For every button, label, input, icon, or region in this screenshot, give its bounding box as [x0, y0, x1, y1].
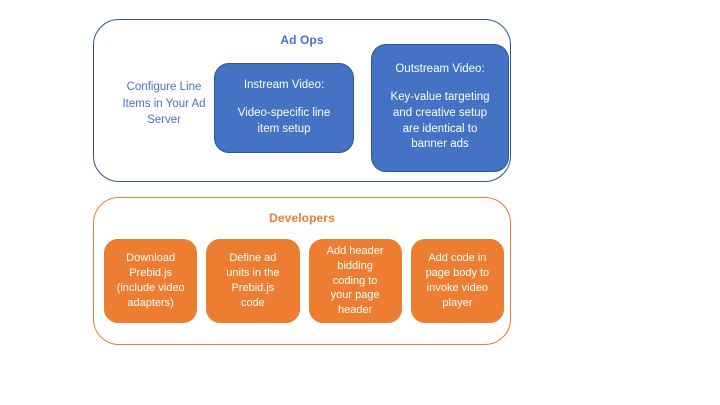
- instream-video-box-body: Video-specific line item setup: [237, 106, 331, 135]
- step-download-prebid-box: Download Prebid.js (include video adapte…: [104, 239, 198, 323]
- developers-group-title: Developers: [269, 211, 335, 225]
- outstream-video-box-body: Key-value targeting and creative setup a…: [390, 90, 490, 151]
- outstream-video-box-title: Outstream Video:: [395, 62, 485, 75]
- ad-ops-group-title: Ad Ops: [280, 33, 324, 47]
- developers-group: Developers Download Prebid.js (include v…: [93, 197, 511, 345]
- step-define-ad-units-box: Define ad units in the Prebid.js code: [206, 239, 300, 323]
- developer-steps-row: Download Prebid.js (include video adapte…: [104, 239, 504, 323]
- ad-ops-group: Ad Ops Configure Line Items in Your Ad S…: [93, 19, 511, 182]
- step-add-header-bidding-box: Add header bidding coding to your page h…: [308, 239, 402, 323]
- configure-line-items-label: Configure Line Items in Your Ad Server: [122, 81, 206, 127]
- outstream-video-box: Outstream Video: Key-value targeting and…: [371, 44, 509, 172]
- step-add-page-body-code-box: Add code in page body to invoke video pl…: [410, 239, 504, 323]
- instream-video-box: Instream Video: Video-specific line item…: [214, 63, 354, 153]
- instream-video-box-title: Instream Video:: [243, 78, 325, 91]
